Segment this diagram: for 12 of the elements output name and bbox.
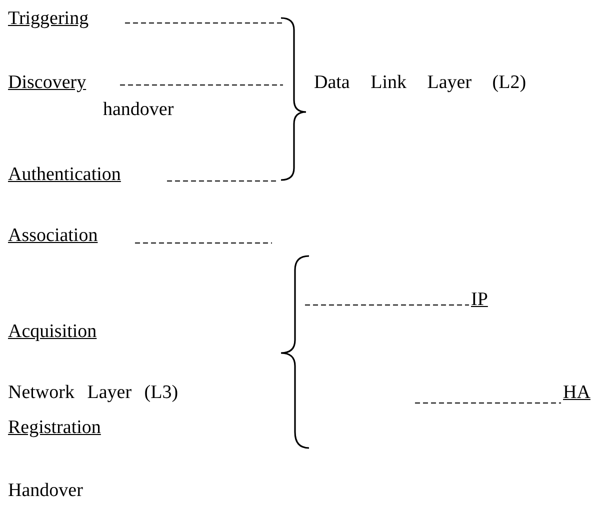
label-text: Registration bbox=[8, 417, 101, 439]
label-text: HA bbox=[563, 382, 590, 404]
label-text: Acquisition bbox=[8, 321, 97, 343]
label-text: Handover bbox=[8, 480, 83, 502]
label-text: Authentication bbox=[8, 164, 121, 186]
label-text: Discovery bbox=[8, 72, 86, 94]
label-text: Network Layer (L3) bbox=[8, 382, 178, 404]
label-text: Triggering bbox=[8, 8, 89, 30]
label-text: IP bbox=[471, 289, 488, 311]
label-text: handover bbox=[103, 99, 174, 121]
label-text: Data Link Layer (L2) bbox=[314, 72, 526, 94]
label-text: Association bbox=[8, 225, 98, 247]
